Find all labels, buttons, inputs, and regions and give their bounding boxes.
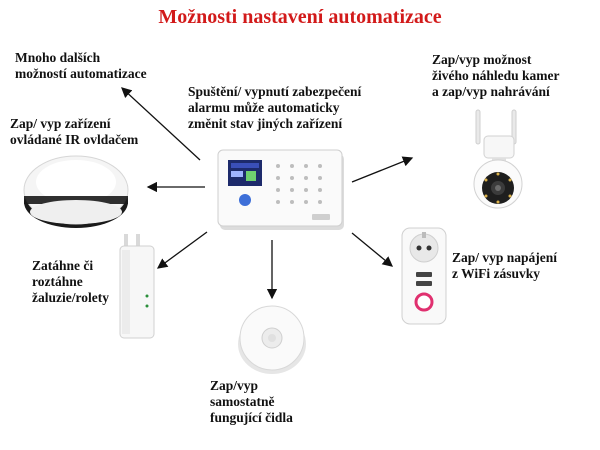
label-camera: Zap/vyp možnost živého náhledu kamer a z… bbox=[432, 52, 560, 99]
camera-image bbox=[473, 109, 523, 209]
arrow-more-options bbox=[121, 87, 201, 161]
motion-sensor-image bbox=[238, 305, 306, 374]
arrow-socket bbox=[351, 232, 394, 267]
label-more-options: Mnoho dalších možností automatizace bbox=[15, 50, 147, 81]
alarm-panel-image bbox=[217, 149, 344, 230]
wifi-socket-image bbox=[401, 227, 447, 325]
blind-motor-image bbox=[119, 234, 155, 339]
label-sensor: Zap/vyp samostatně fungující čidla bbox=[210, 378, 293, 425]
diagram-title: Možnosti nastavení automatizace bbox=[158, 6, 442, 28]
label-ir-device: Zap/ vyp zařízení ovládané IR ovldačem bbox=[10, 116, 139, 147]
label-socket: Zap/ vyp napájení z WiFi zásuvky bbox=[452, 250, 558, 281]
arrow-blinds bbox=[156, 231, 208, 269]
arrow-camera bbox=[351, 156, 414, 183]
ir-controller-image bbox=[23, 155, 129, 228]
label-blinds: Zatáhne či roztáhne žaluzie/rolety bbox=[32, 258, 109, 305]
label-center-alarm: Spuštění/ vypnutí zabezpečení alarmu můž… bbox=[188, 84, 362, 131]
